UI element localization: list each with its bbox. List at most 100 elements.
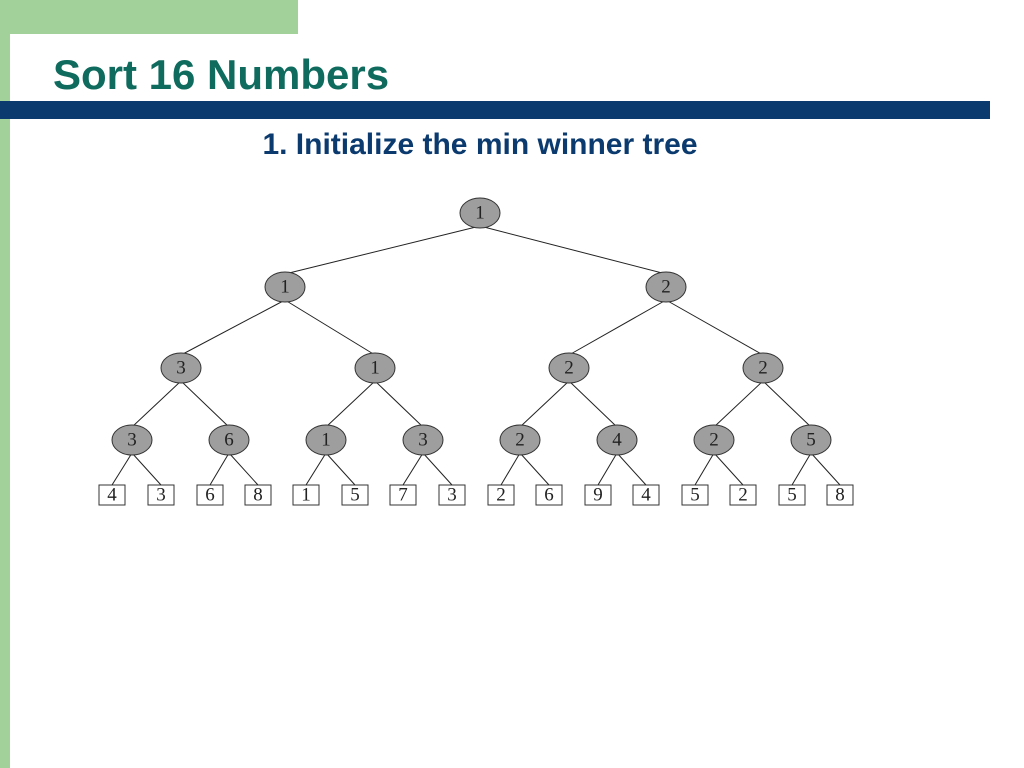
tree-edge: [209, 452, 230, 486]
tree-edge: [111, 452, 133, 486]
leaf-box: [389, 484, 417, 506]
tree-edge: [284, 225, 481, 275]
node-circle: [208, 424, 250, 456]
leaf-6: 7: [389, 484, 417, 506]
leaf-value: 1: [301, 485, 311, 506]
node-value: 2: [661, 277, 671, 298]
node-value: 1: [280, 277, 290, 298]
leaf-value: 2: [738, 485, 748, 506]
tree-node-l2-3: 2: [742, 352, 784, 384]
node-value: 3: [176, 358, 186, 379]
tree-node-l2-0: 3: [160, 352, 202, 384]
tree-node-l3-2: 1: [305, 424, 347, 456]
leaf-3: 8: [244, 484, 272, 506]
leaf-box: [729, 484, 757, 506]
node-circle: [742, 352, 784, 384]
tree-node-l2-1: 1: [354, 352, 396, 384]
node-circle: [790, 424, 832, 456]
tree-edge: [500, 452, 521, 486]
leaf-value: 5: [787, 485, 797, 506]
leaf-1: 3: [147, 484, 175, 506]
tree-edge: [713, 452, 744, 486]
tree-node-l3-5: 4: [596, 424, 638, 456]
tree-node-l3-4: 2: [499, 424, 541, 456]
tree-edge: [131, 380, 182, 428]
tree-edge: [180, 380, 230, 428]
leaf-value: 6: [205, 485, 215, 506]
leaf-11: 4: [632, 484, 660, 506]
tree-edge: [713, 380, 764, 428]
leaf-box: [826, 484, 854, 506]
tree-edge: [479, 225, 667, 275]
leaf-5: 5: [341, 484, 369, 506]
node-value: 2: [758, 358, 768, 379]
node-value: 3: [127, 430, 137, 451]
node-value: 4: [612, 430, 622, 451]
tree-edge: [616, 452, 647, 486]
tree-edge: [305, 452, 327, 486]
leaf-10: 9: [584, 484, 612, 506]
tree-node-l1-1: 2: [645, 271, 687, 303]
leaf-9: 6: [535, 484, 563, 506]
tree-node-l1-0: 1: [264, 271, 306, 303]
tree-edge: [325, 452, 356, 486]
leaf-box: [98, 484, 126, 506]
tree-node-l3-6: 2: [693, 424, 735, 456]
leaf-value: 4: [107, 485, 117, 506]
node-value: 6: [224, 430, 234, 451]
node-circle: [305, 424, 347, 456]
leaf-box: [341, 484, 369, 506]
leaf-box: [438, 484, 466, 506]
node-circle: [693, 424, 735, 456]
node-value: 1: [370, 358, 380, 379]
node-value: 2: [564, 358, 574, 379]
tree-edge: [519, 380, 570, 428]
left-accent-bar: [0, 0, 10, 768]
tree-edges: [111, 225, 841, 486]
leaf-box: [584, 484, 612, 506]
leaf-14: 5: [778, 484, 806, 506]
leaf-12: 5: [681, 484, 709, 506]
tree-edge: [180, 299, 286, 356]
leaf-value: 7: [398, 485, 408, 506]
node-circle: [596, 424, 638, 456]
title-rule: [0, 101, 990, 119]
leaf-value: 4: [641, 485, 651, 506]
node-circle: [354, 352, 396, 384]
tree-edge: [597, 452, 618, 486]
tree-node-l0-0: 1: [459, 197, 501, 229]
tree-node-l3-7: 5: [790, 424, 832, 456]
node-value: 1: [321, 430, 331, 451]
leaf-2: 6: [196, 484, 224, 506]
leaf-value: 5: [690, 485, 700, 506]
tree-node-l2-2: 2: [548, 352, 590, 384]
tree-edge: [568, 380, 618, 428]
title-rule-cap: [0, 101, 28, 119]
node-circle: [264, 271, 306, 303]
leaf-4: 1: [292, 484, 320, 506]
tree-edge: [374, 380, 424, 428]
node-circle: [499, 424, 541, 456]
leaf-value: 6: [544, 485, 554, 506]
leaf-value: 8: [253, 485, 263, 506]
node-circle: [459, 197, 501, 229]
tree-edge: [694, 452, 715, 486]
node-value: 2: [709, 430, 719, 451]
tree-edge: [228, 452, 259, 486]
tree-edge: [402, 452, 424, 486]
leaf-box: [632, 484, 660, 506]
node-circle: [111, 424, 153, 456]
tree-edge: [131, 452, 162, 486]
leaf-box: [681, 484, 709, 506]
leaf-8: 2: [487, 484, 515, 506]
leaf-box: [487, 484, 515, 506]
node-value: 3: [418, 430, 428, 451]
leaf-13: 2: [729, 484, 757, 506]
leaf-box: [147, 484, 175, 506]
leaf-7: 3: [438, 484, 466, 506]
tree-node-l3-1: 6: [208, 424, 250, 456]
leaf-value: 8: [835, 485, 845, 506]
